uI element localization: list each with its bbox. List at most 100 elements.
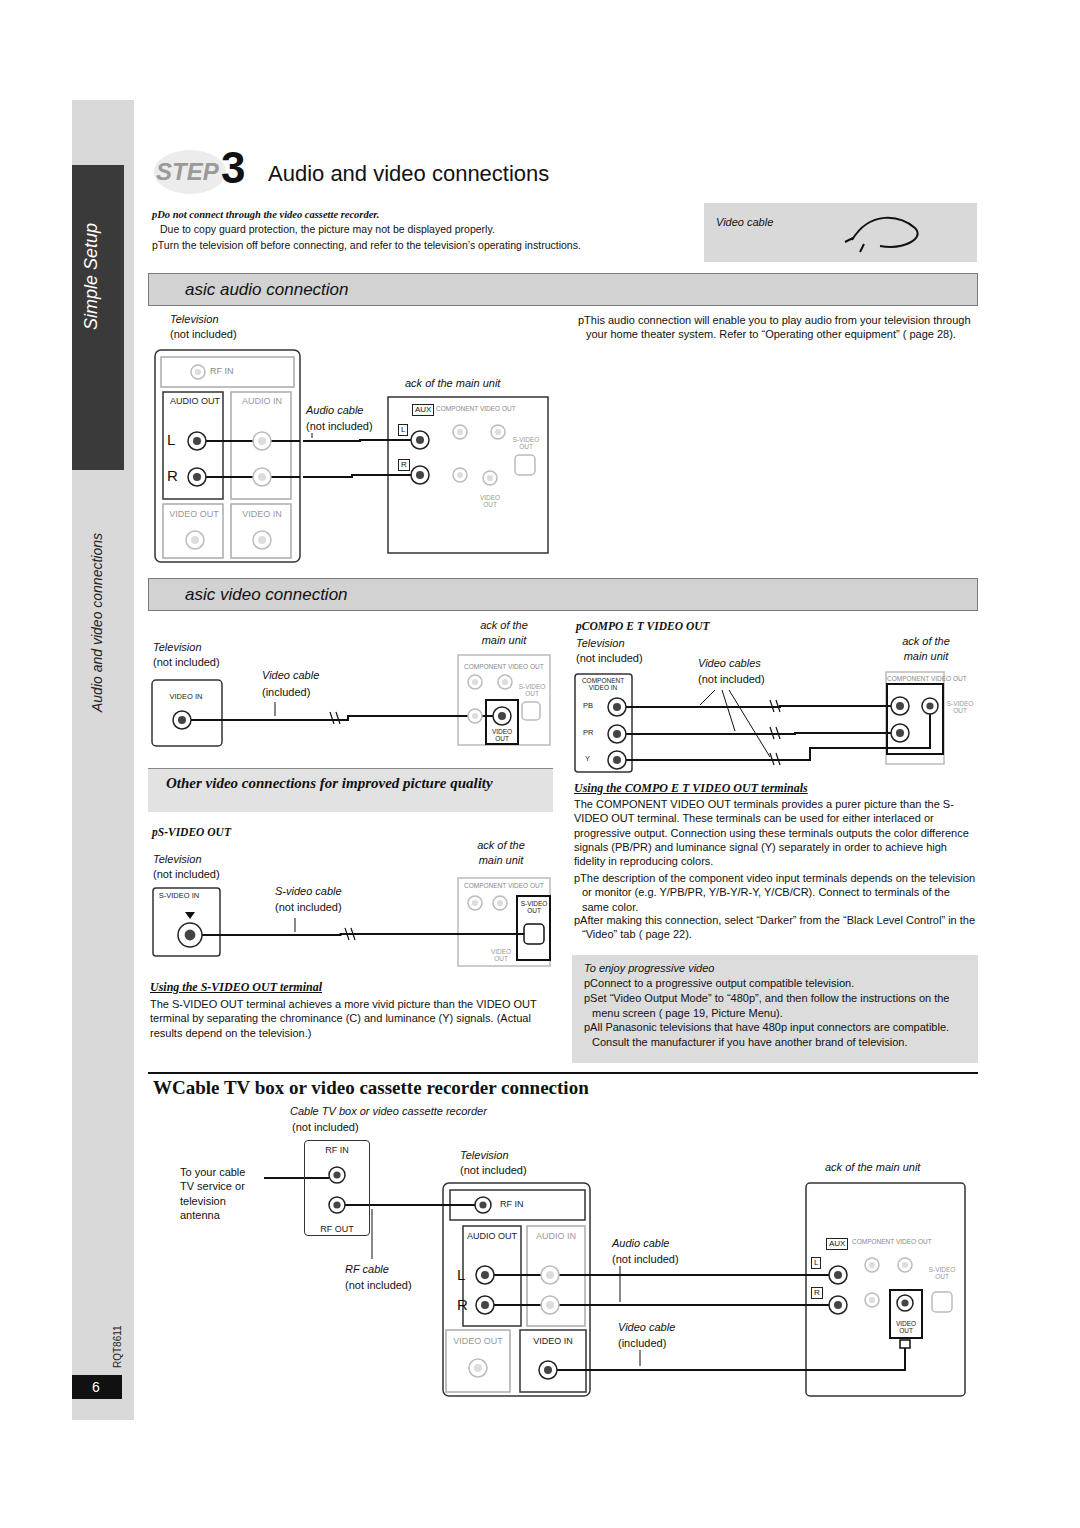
sidebar bbox=[72, 100, 134, 1420]
jack-core bbox=[834, 1271, 842, 1279]
jack-core bbox=[333, 1171, 340, 1178]
jack-core bbox=[497, 900, 503, 906]
plainc-node: ack of the main unit bbox=[455, 838, 553, 966]
text-label: pThe description of the component video … bbox=[574, 871, 979, 914]
text-label: VIDEO OUT bbox=[488, 728, 516, 742]
node-text: RF OUT bbox=[320, 1223, 354, 1235]
video-cable-icon bbox=[845, 218, 918, 252]
jack-core bbox=[333, 1201, 340, 1208]
jack-core bbox=[613, 703, 621, 711]
sidebar-dark bbox=[72, 165, 124, 470]
text-label: VIDEO OUT bbox=[475, 494, 505, 508]
jack-core bbox=[502, 679, 508, 685]
jack-core bbox=[544, 1366, 552, 1374]
band-node: asic video connection bbox=[148, 578, 978, 611]
text-label: VIDEO IN bbox=[158, 693, 214, 702]
jack-core bbox=[902, 1262, 908, 1268]
jack bbox=[541, 1266, 559, 1284]
text-label: Audio cable bbox=[612, 1236, 670, 1250]
jack bbox=[498, 675, 512, 689]
jack bbox=[468, 896, 482, 910]
text-label: To your cable TV service or television a… bbox=[180, 1165, 260, 1222]
text-label: Audio cable bbox=[306, 403, 364, 417]
cable-connector bbox=[370, 1204, 443, 1206]
leader-lines bbox=[275, 433, 770, 1366]
text-label: AUDIO OUT bbox=[166, 396, 224, 406]
text-label: (included) bbox=[618, 1336, 666, 1350]
jack bbox=[411, 466, 429, 484]
text-label: (not included) bbox=[612, 1252, 679, 1266]
jack bbox=[468, 675, 482, 689]
jack bbox=[493, 707, 511, 725]
text-label: VIDEO OUT bbox=[892, 1320, 920, 1334]
text-label: pTurn the television off before connecti… bbox=[152, 239, 702, 253]
node-text: pSet “Video Output Mode” to “480p”, and … bbox=[584, 991, 978, 1021]
text-label: L bbox=[167, 432, 175, 447]
plain-node: Television(not included) bbox=[150, 852, 226, 958]
s-video-triangle bbox=[185, 912, 195, 919]
text-label: L bbox=[398, 424, 408, 436]
jack bbox=[476, 1296, 494, 1314]
text-label: S-VIDEO OUT bbox=[516, 683, 548, 697]
text-label: Cable TV box or video cassette recorder bbox=[290, 1104, 487, 1118]
node-text: ack of the main unit bbox=[465, 838, 537, 868]
jack bbox=[865, 1258, 879, 1272]
jack-core bbox=[416, 471, 424, 479]
jack bbox=[191, 365, 205, 379]
text-label: VIDEO IN bbox=[233, 509, 291, 519]
jack bbox=[476, 1266, 494, 1284]
text-label: S-VIDEO OUT bbox=[946, 700, 974, 714]
jack-core bbox=[546, 1271, 554, 1279]
text-label: Due to copy guard protection, the pictur… bbox=[160, 223, 700, 237]
plain-node: Television(not included) bbox=[443, 1148, 593, 1398]
node-text: pAll Panasonic televisions that have 480… bbox=[584, 1020, 978, 1050]
node-text: RF IN bbox=[325, 1144, 349, 1156]
jack bbox=[865, 1293, 879, 1307]
text-label: VIDEO OUT bbox=[486, 948, 516, 962]
node-text: (not included) bbox=[153, 867, 226, 882]
text-label: S-VIDEO IN bbox=[157, 892, 201, 901]
node-text: Video cable bbox=[716, 215, 977, 230]
jack bbox=[468, 709, 482, 723]
jack bbox=[897, 1295, 913, 1311]
jack bbox=[329, 1167, 345, 1183]
text-label: Simple Setup bbox=[82, 223, 102, 330]
text-label: (not included) bbox=[292, 1120, 359, 1134]
jack-core bbox=[416, 436, 424, 444]
text-label: (not included) bbox=[306, 419, 373, 433]
text-label: S-VIDEO OUT bbox=[510, 436, 542, 450]
jack bbox=[469, 1359, 487, 1377]
jack-core bbox=[834, 1301, 842, 1309]
node-text: Television bbox=[460, 1148, 593, 1163]
text-label: pDo not connect through the video casset… bbox=[152, 208, 692, 222]
jack-core bbox=[487, 475, 493, 481]
text-label: R bbox=[398, 459, 410, 471]
jack-core bbox=[869, 1297, 875, 1303]
jack-core bbox=[481, 1301, 489, 1309]
jack bbox=[608, 725, 626, 743]
text-label: S-VIDEO OUT bbox=[519, 900, 549, 914]
plain-node: ack of the main unit bbox=[804, 1160, 967, 1397]
cable-connector bbox=[238, 716, 458, 720]
jack bbox=[475, 1197, 491, 1213]
jack bbox=[829, 1296, 847, 1314]
jack bbox=[253, 468, 271, 486]
text-label: pAfter making this connection, select “D… bbox=[574, 913, 979, 942]
jack bbox=[453, 468, 467, 482]
jack-core bbox=[185, 930, 196, 941]
jack bbox=[539, 1361, 557, 1379]
node-text: asic video connection bbox=[185, 584, 977, 607]
text-label: VIDEO OUT bbox=[164, 509, 224, 519]
page-number-box bbox=[72, 1375, 122, 1399]
text-label: STEP bbox=[156, 160, 219, 184]
jack-core bbox=[896, 729, 904, 737]
text-label: RF IN bbox=[500, 1199, 524, 1211]
text-label: Using the S-VIDEO OUT terminal bbox=[150, 980, 322, 996]
gbox-node: Video cable bbox=[704, 203, 977, 262]
text-label: RF IN bbox=[210, 366, 234, 378]
plainc-node: ack of the main unit bbox=[458, 618, 552, 746]
plain-node: Television(not included) bbox=[153, 312, 303, 564]
text-label: pThis audio connection will enable you t… bbox=[578, 313, 978, 342]
node-text: Other video connections for improved pic… bbox=[166, 773, 553, 793]
node-text: (not included) bbox=[153, 655, 238, 670]
